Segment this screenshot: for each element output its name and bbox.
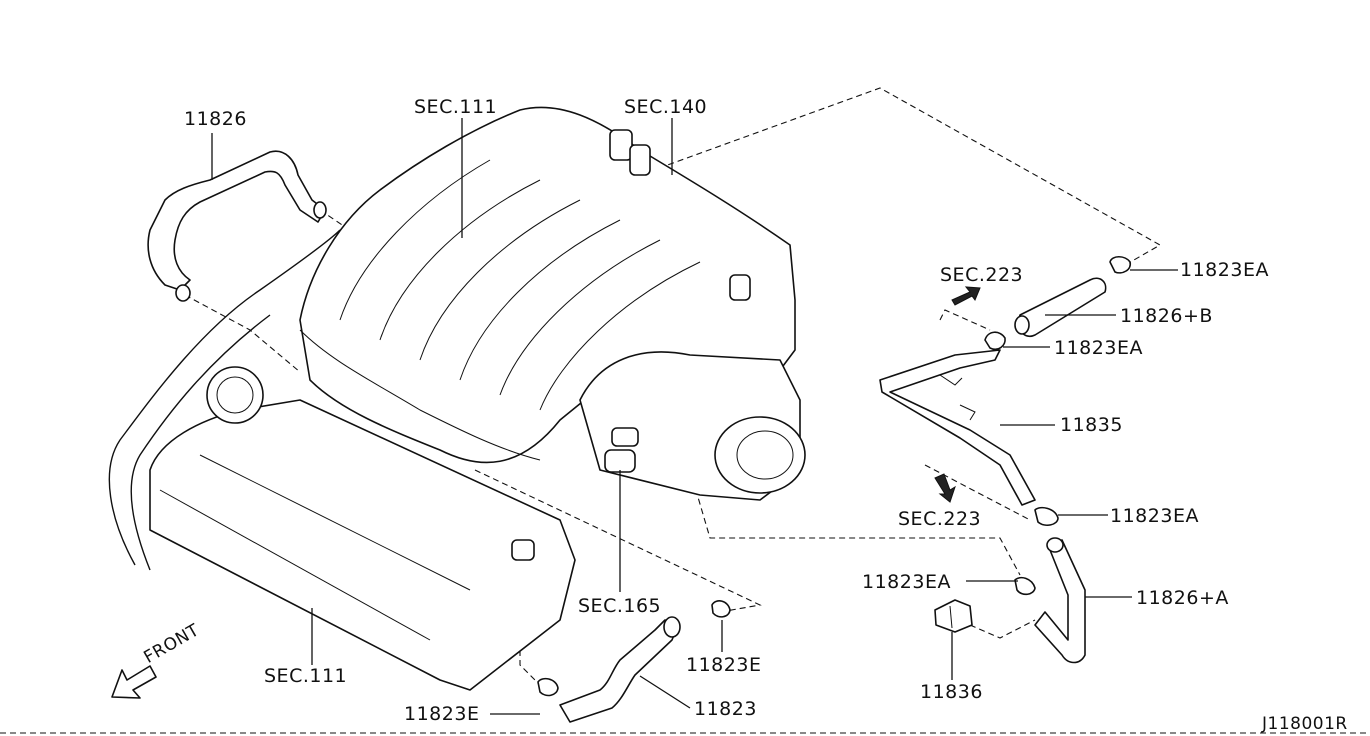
leader-lines bbox=[211, 118, 1178, 715]
callout-sec-111-bottom: SEC.111 bbox=[264, 665, 348, 687]
front-arrow-icon bbox=[111, 665, 157, 699]
throttle-body bbox=[579, 351, 806, 501]
hose-11823 bbox=[537, 600, 731, 723]
bracket-11836 bbox=[934, 599, 973, 633]
tube-11835 bbox=[879, 331, 1036, 506]
engine-outline bbox=[108, 229, 341, 571]
callout-sec-111-top: SEC.111 bbox=[414, 96, 498, 118]
callout-11823ea-1: 11823EA bbox=[1180, 259, 1269, 281]
callout-11826a: 11826+A bbox=[1136, 587, 1229, 609]
hose-11826 bbox=[147, 150, 327, 302]
callout-11823e-right: 11823E bbox=[686, 654, 762, 676]
callout-11823ea-3: 11823EA bbox=[1110, 505, 1199, 527]
callout-sec-223-top: SEC.223 bbox=[940, 264, 1024, 286]
hose-11826b bbox=[1014, 255, 1132, 337]
callout-11826: 11826 bbox=[184, 108, 247, 130]
callout-11823: 11823 bbox=[694, 698, 757, 720]
figure-id: J118001R bbox=[1262, 714, 1348, 734]
arrow-up-right-icon bbox=[951, 286, 981, 306]
arrow-down-icon bbox=[934, 473, 956, 503]
cylinder-head-cover bbox=[149, 366, 576, 691]
callout-11823ea-4: 11823EA bbox=[862, 571, 951, 593]
callout-sec-140: SEC.140 bbox=[624, 96, 708, 118]
callout-11826b: 11826+B bbox=[1120, 305, 1213, 327]
callout-11836: 11836 bbox=[920, 681, 983, 703]
hose-11826a bbox=[1014, 506, 1086, 664]
callout-sec-223-bottom: SEC.223 bbox=[898, 508, 982, 530]
intake-manifold bbox=[299, 106, 796, 464]
callout-11823ea-2: 11823EA bbox=[1054, 337, 1143, 359]
callout-sec-165: SEC.165 bbox=[578, 595, 662, 617]
callout-11835: 11835 bbox=[1060, 414, 1123, 436]
callout-11823e-left: 11823E bbox=[404, 703, 480, 725]
sec223-arrows bbox=[934, 286, 981, 503]
